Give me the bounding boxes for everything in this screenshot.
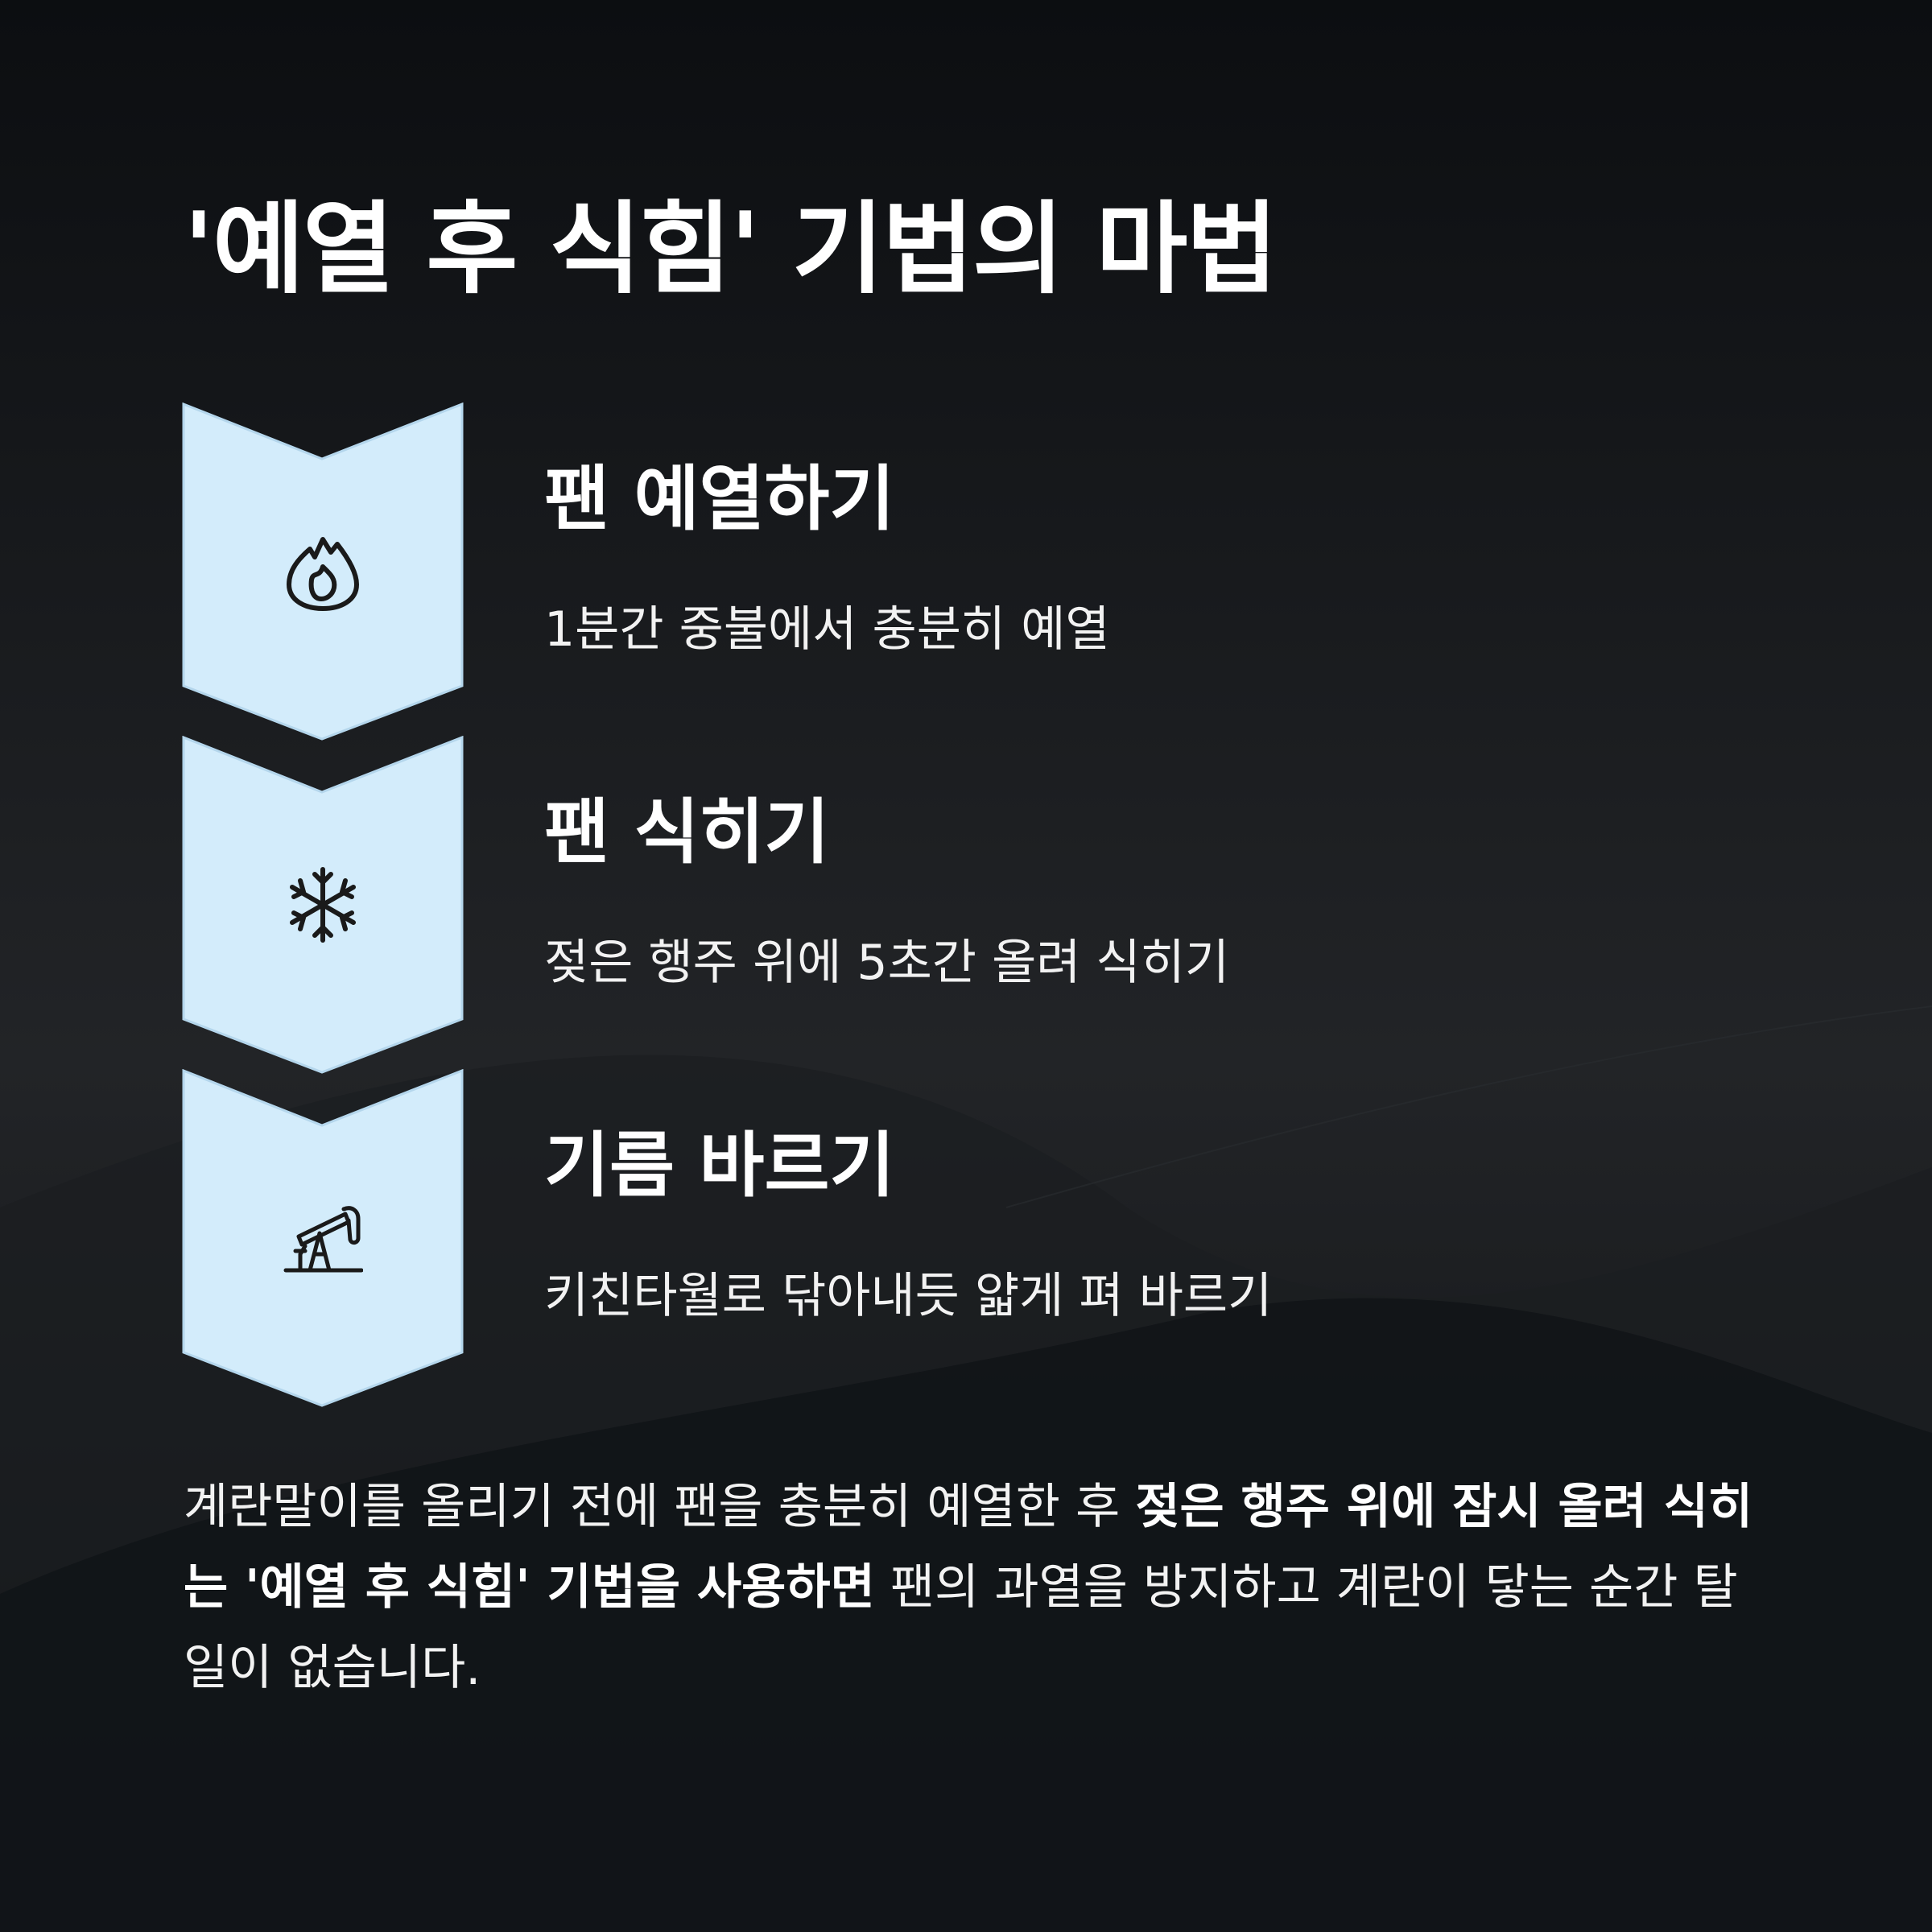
snowflake-icon [290, 867, 356, 943]
step-3-chevron [182, 1069, 464, 1407]
step-3-title: 기름 바르기 [544, 1124, 895, 1207]
step-1-description: 1분간 중불에서 충분히 예열 [544, 601, 1110, 658]
flame-icon [287, 537, 359, 611]
step-2-description: 젖은 행주 위에 5초간 올려 식히기 [544, 935, 1230, 991]
step-1-title: 팬 예열하기 [544, 457, 895, 540]
step-2-title: 팬 식히기 [544, 791, 830, 873]
summary-paragraph: 계란말이를 올리기 전에 팬을 충분히 예열한 후 젖은 행주 위에 잠시 올려… [184, 1467, 1761, 1708]
step-1-chevron [182, 402, 464, 741]
page-title: '예열 후 식힘' 기법의 마법 [184, 192, 1278, 308]
oil-pump-icon [283, 1206, 363, 1273]
summary-text-bold: 젖은 행주 위에 잠시 올려 식히는 '예열 후 식힘' 기법을 사용하면 [184, 1479, 1753, 1616]
summary-text-part-2: 팬의 과열을 방지하고 계란이 닿는 순간 탈 일이 없습니다. [184, 1559, 1738, 1696]
step-2-chevron [182, 736, 464, 1074]
summary-text-part-1: 계란말이를 올리기 전에 팬을 충분히 예열한 후 [184, 1479, 1136, 1535]
step-3-description: 키친타월로 닦아내듯 얇게 펴 바르기 [544, 1268, 1273, 1324]
